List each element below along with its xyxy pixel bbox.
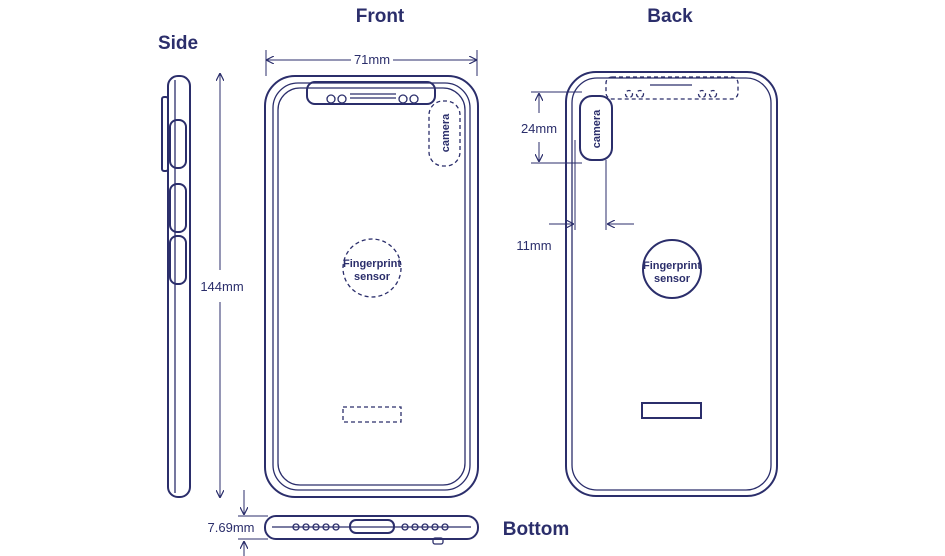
- speaker-hole: [421, 523, 429, 531]
- speaker-hole: [302, 523, 310, 531]
- back-sensor-dot: [624, 89, 634, 99]
- speaker-hole: [322, 523, 330, 531]
- back-camera-label: camera: [591, 109, 603, 148]
- side-view-title: Side: [158, 33, 198, 54]
- front-fingerprint-label-1: Fingerprint: [343, 258, 401, 270]
- front-sensor-dot: [409, 94, 419, 104]
- bottom-view-title: Bottom: [503, 519, 569, 540]
- charging-port: [349, 519, 395, 534]
- speaker-hole: [332, 523, 340, 531]
- side-ring-button: [169, 119, 187, 169]
- speaker-hole: [401, 523, 409, 531]
- back-view: camera Fingerprint sensor: [565, 71, 778, 497]
- front-camera-label: camera: [440, 113, 452, 152]
- back-bottom-slot: [641, 402, 702, 419]
- speaker-hole: [431, 523, 439, 531]
- front-sensor-dot: [326, 94, 336, 104]
- back-fingerprint-label-1: Fingerprint: [643, 260, 701, 272]
- side-switch: [161, 96, 169, 172]
- speaker-hole: [441, 523, 449, 531]
- front-sensor-dot: [398, 94, 408, 104]
- back-sensor-dot: [708, 89, 718, 99]
- bottom-switch-nub: [432, 537, 444, 545]
- side-phone-body: [167, 75, 191, 498]
- speaker-hole: [312, 523, 320, 531]
- camera-offset-dimension: 11mm: [516, 140, 634, 253]
- front-view: camera Fingerprint sensor: [264, 75, 479, 498]
- side-view: [161, 75, 191, 498]
- back-fingerprint-label-2: sensor: [654, 273, 691, 285]
- thickness-dimension: 7.69mm: [208, 490, 268, 556]
- front-bottom-slot: [342, 406, 402, 423]
- front-fingerprint-label-2: sensor: [354, 271, 391, 283]
- speaker-hole: [292, 523, 300, 531]
- side-volume-down-button: [169, 235, 187, 285]
- back-sensor-dot: [697, 89, 707, 99]
- front-notch: [306, 81, 436, 105]
- front-camera-outline: [428, 100, 461, 167]
- height-dimension: 144mm: [200, 74, 244, 497]
- camera-height-label: 24mm: [521, 121, 557, 136]
- back-phone-inner: [571, 77, 772, 491]
- front-phone-outer: [264, 75, 479, 498]
- front-sensor-dot: [337, 94, 347, 104]
- back-notch-outline: [605, 76, 739, 100]
- back-camera-module: [579, 95, 613, 161]
- height-label: 144mm: [200, 279, 243, 294]
- back-sensor-dot: [635, 89, 645, 99]
- bottom-view: [264, 515, 479, 545]
- width-dimension: 71mm: [265, 50, 478, 76]
- speaker-hole: [411, 523, 419, 531]
- thickness-label: 7.69mm: [208, 520, 255, 535]
- front-fingerprint-sensor: [342, 238, 402, 298]
- camera-offset-label: 11mm: [516, 238, 551, 253]
- back-fingerprint-sensor: [642, 239, 702, 299]
- width-label: 71mm: [354, 52, 390, 67]
- back-view-title: Back: [647, 6, 693, 27]
- front-view-title: Front: [356, 6, 405, 27]
- back-phone-outer: [565, 71, 778, 497]
- side-volume-up-button: [169, 183, 187, 233]
- bottom-phone-edge: [264, 515, 479, 540]
- camera-height-dimension: 24mm: [521, 91, 582, 164]
